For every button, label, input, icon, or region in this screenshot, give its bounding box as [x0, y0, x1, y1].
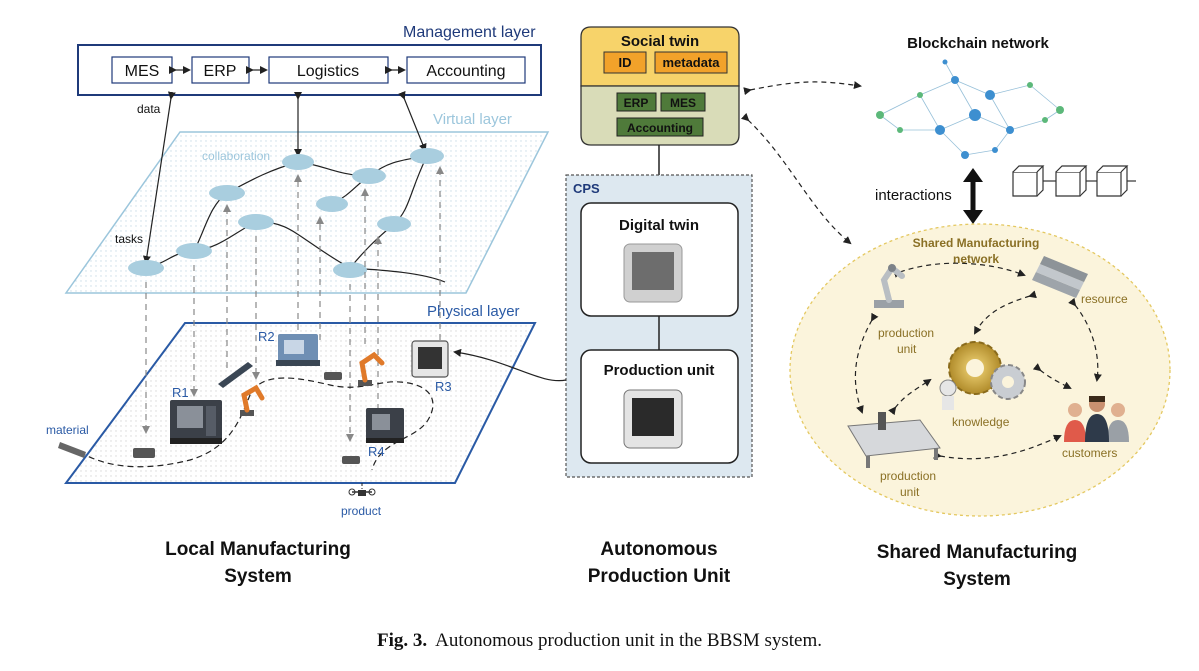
virtual-layer-label: Virtual layer: [433, 111, 512, 128]
knowledge-label: knowledge: [952, 415, 1010, 429]
robot-arm-icon: [240, 384, 265, 416]
id-label: ID: [619, 55, 632, 70]
physical-printer-icon: [623, 389, 683, 449]
management-to-virtual-links: [142, 90, 427, 264]
shared-manufacturing-system: Blockchain network: [740, 35, 1171, 590]
physical-layer-label: Physical layer: [427, 303, 520, 320]
module-mes: MES: [111, 56, 173, 84]
virtual-node: [410, 148, 444, 164]
local-system-title-line2: System: [224, 566, 292, 587]
virtual-node: [316, 196, 348, 212]
social-twin-box: Social twin ID metadata ERP MES Accounti…: [580, 26, 740, 146]
interactions-double-arrow: [963, 168, 983, 224]
blockchain-blocks-icon: [1012, 165, 1136, 197]
printer-r3-icon: [411, 340, 449, 378]
knowledge-gears-icon: [939, 341, 1026, 410]
figure-caption-text: Autonomous production unit in the BBSM s…: [435, 630, 822, 651]
customers-icon: [1064, 396, 1129, 442]
social-mes-label: MES: [670, 96, 696, 110]
social-accounting-label: Accounting: [627, 121, 693, 135]
unit-title-line2: Production Unit: [588, 566, 731, 587]
product-drone-icon: [348, 488, 376, 496]
unit-to-r3-link: [453, 348, 567, 382]
collaboration-label: collaboration: [202, 149, 270, 163]
virtual-node: [209, 185, 245, 201]
production-unit-arm-icon: [874, 263, 905, 308]
robot-r2-label: R2: [258, 329, 275, 344]
module-erp-label: ERP: [204, 63, 237, 80]
figure-caption: Fig. 3. Autonomous production unit in the…: [0, 630, 1199, 652]
production-unit-box: Production unit: [580, 349, 739, 464]
social-erp-label: ERP: [624, 96, 649, 110]
shared-network-title-line2: network: [953, 252, 999, 266]
digital-printer-icon: [623, 243, 683, 303]
agv-icon: [324, 372, 342, 380]
virtual-nodes: [128, 148, 444, 278]
cnc-machine-r1-icon: [170, 400, 222, 444]
metadata-label: metadata: [662, 55, 720, 70]
module-erp: ERP: [191, 56, 250, 84]
local-system-title-line1: Local Manufacturing: [165, 539, 351, 560]
resource-rods-icon: [1032, 256, 1088, 298]
material-label: material: [46, 423, 89, 437]
production-unit-top-line1: production: [878, 326, 934, 340]
virtual-node: [128, 260, 164, 276]
virtual-node: [352, 168, 386, 184]
customers-label: customers: [1062, 446, 1117, 460]
product-label: product: [341, 504, 382, 518]
virtual-node: [238, 214, 274, 230]
twin-to-shared-network-link: [740, 112, 852, 245]
agv-icon: [342, 456, 360, 464]
virtual-node: [333, 262, 367, 278]
interactions-label: interactions: [875, 187, 952, 204]
production-unit-bottom-line2: unit: [900, 485, 920, 499]
module-mes-label: MES: [125, 63, 160, 80]
production-unit-top-line2: unit: [897, 342, 917, 356]
blockchain-network-label: Blockchain network: [907, 35, 1049, 52]
tasks-label: tasks: [115, 232, 143, 246]
figure-caption-label: Fig. 3.: [376, 630, 428, 651]
module-logistics-label: Logistics: [297, 63, 359, 80]
production-unit-cnc-icon: [847, 412, 941, 468]
social-twin-label: Social twin: [621, 33, 699, 50]
twin-to-blockchain-link: [743, 81, 862, 96]
conveyor-icon: [218, 362, 253, 388]
shared-system-title-line2: System: [943, 569, 1011, 590]
resource-label: resource: [1081, 292, 1128, 306]
cnc-machine-r2-icon: [276, 334, 320, 366]
layer-dashed-links: [142, 166, 444, 442]
virtual-node: [377, 216, 411, 232]
module-accounting-label: Accounting: [426, 63, 505, 80]
local-manufacturing-system: Management layer MES ERP Logistics Accou…: [46, 24, 550, 587]
autonomous-production-unit: Social twin ID metadata ERP MES Accounti…: [453, 26, 753, 587]
shared-network-links: [854, 262, 1102, 460]
agv-icon: [133, 448, 155, 458]
management-layer-label: Management layer: [403, 24, 536, 41]
production-unit-label: Production unit: [604, 362, 715, 379]
material-flow-path: [79, 377, 434, 471]
virtual-node: [282, 154, 314, 170]
shared-system-title-line1: Shared Manufacturing: [877, 542, 1078, 563]
cps-label: CPS: [573, 181, 600, 196]
agv-icons: [133, 372, 360, 464]
robot-r3-label: R3: [435, 379, 452, 394]
digital-twin-box: Digital twin: [580, 202, 739, 317]
unit-title-line1: Autonomous: [600, 539, 717, 560]
robot-r1-label: R1: [172, 385, 189, 400]
robot-r4-label: R4: [368, 444, 385, 459]
robot-arm-icon: [358, 351, 385, 386]
production-unit-bottom-line1: production: [880, 469, 936, 483]
blockchain-graph-icon: [876, 59, 1064, 159]
virtual-node: [176, 243, 212, 259]
digital-twin-label: Digital twin: [619, 217, 699, 234]
data-label: data: [137, 102, 161, 116]
module-accounting: Accounting: [406, 56, 526, 84]
module-logistics: Logistics: [268, 56, 389, 84]
shared-network-title-line1: Shared Manufacturing: [913, 236, 1040, 250]
cnc-machine-r4-icon: [366, 408, 404, 443]
material-rod-icon: [58, 442, 86, 458]
